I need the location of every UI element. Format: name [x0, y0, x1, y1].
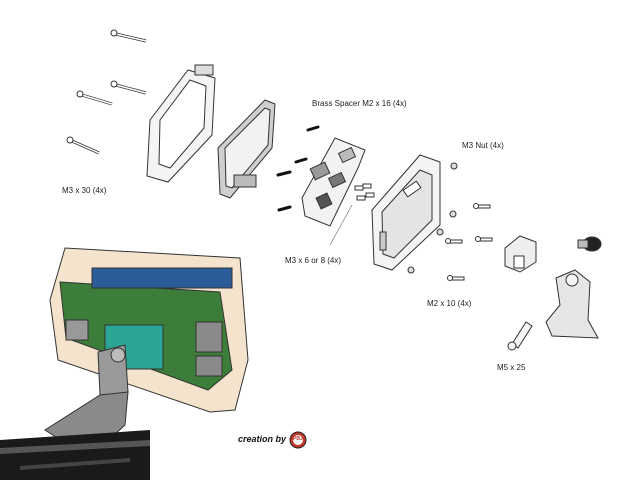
raspberry-pi-board [301, 137, 366, 227]
gopro-adapter [504, 235, 537, 273]
m2x10-screws [445, 203, 493, 281]
display-panel [217, 99, 276, 199]
logo-text: PBJ [293, 436, 303, 442]
thumb-knob [577, 236, 602, 252]
aluminum-rail [0, 430, 150, 480]
creation-credit: creation by [238, 434, 287, 444]
label-m3-nut: M3 Nut (4x) [462, 141, 504, 150]
m3x6-leader [329, 204, 353, 246]
front-bezel-frame [146, 64, 216, 183]
m5x25-bolt [507, 321, 533, 351]
m3x6-screws [354, 183, 375, 201]
m3-nuts [407, 162, 458, 274]
label-m3x30: M3 x 30 (4x) [62, 186, 107, 195]
label-m5x25: M5 x 25 [497, 363, 526, 372]
pbj-logo [289, 431, 307, 449]
rear-enclosure [371, 154, 441, 271]
label-m2x10: M2 x 10 (4x) [427, 299, 472, 308]
tripod-mount [545, 269, 599, 339]
m3x30-screws [66, 29, 147, 155]
assembled-device [44, 247, 249, 449]
brass-spacers [276, 125, 320, 212]
label-brass-spacer: Brass Spacer M2 x 16 (4x) [312, 99, 407, 108]
label-m3x6: M3 x 6 or 8 (4x) [285, 256, 342, 265]
